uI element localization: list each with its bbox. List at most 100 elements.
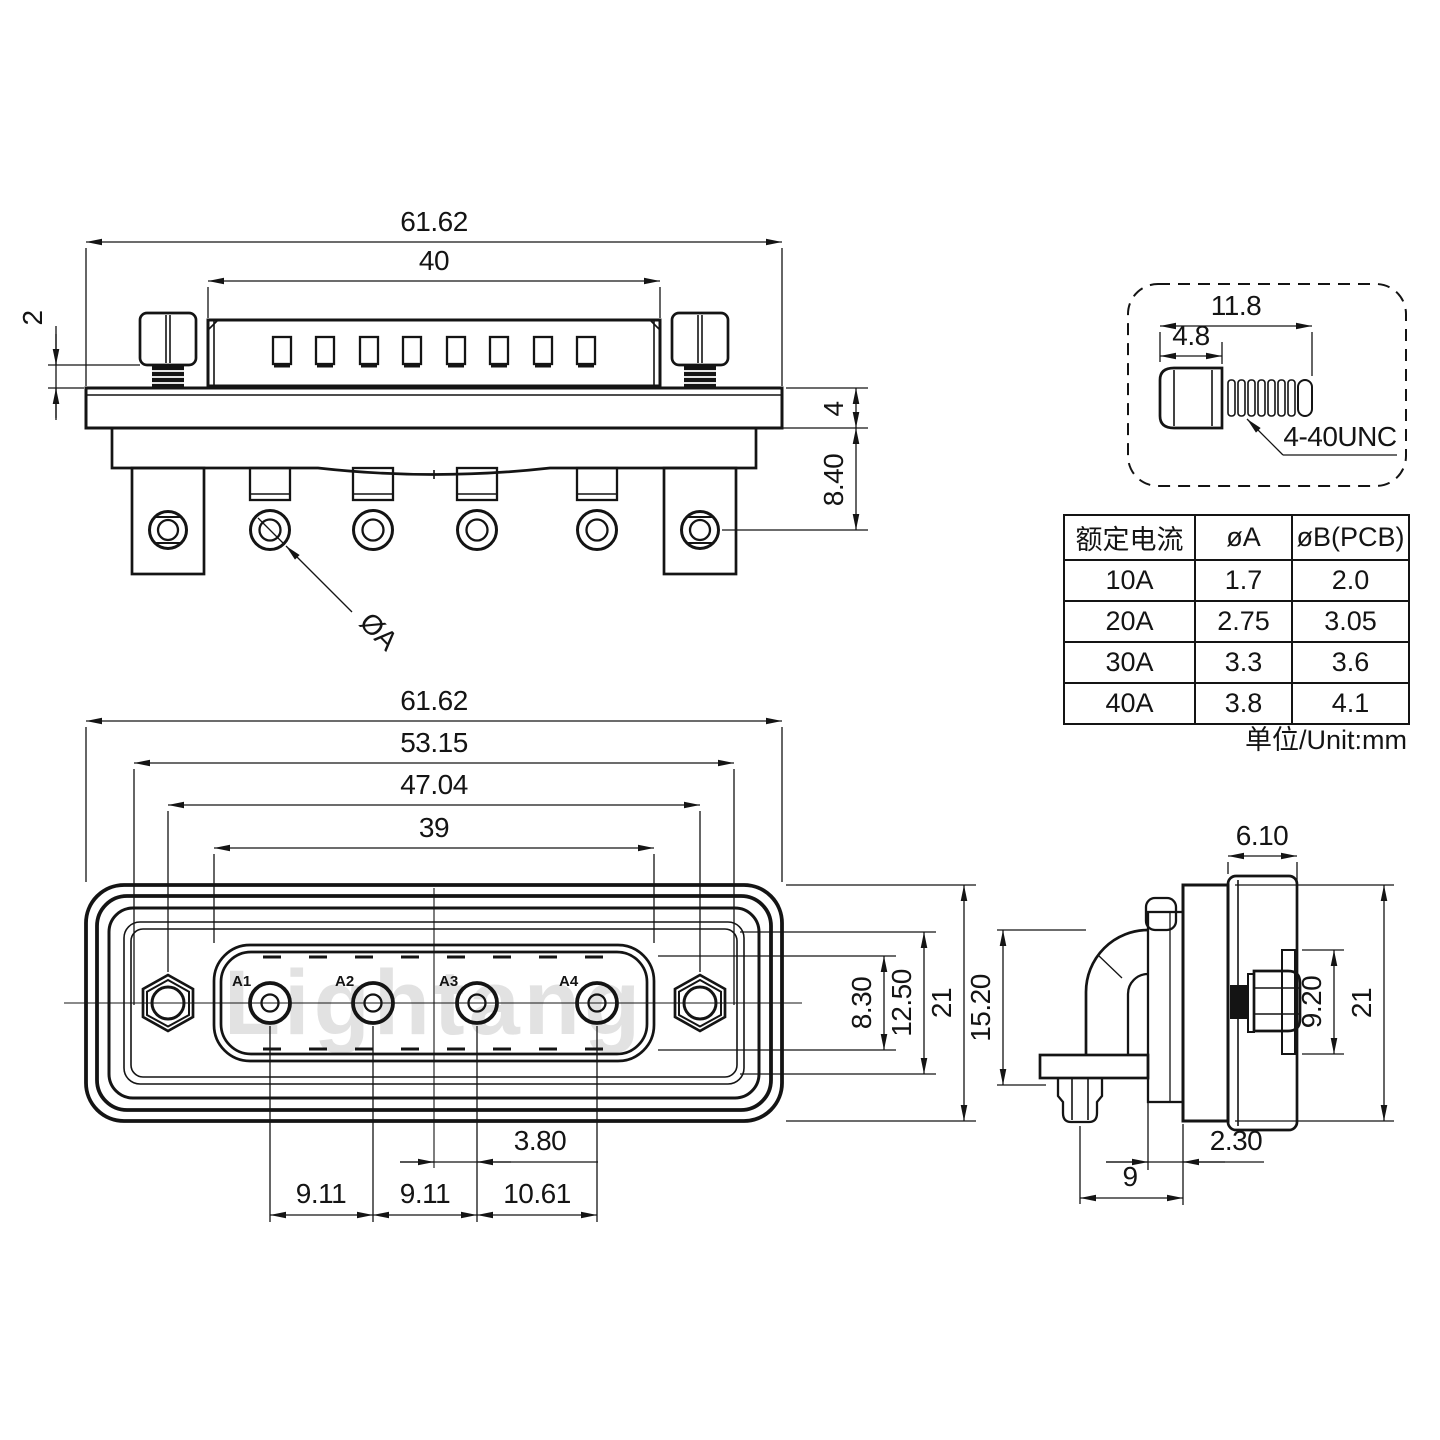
screw-body (1158, 366, 1313, 430)
dim-front-39: 39 (419, 812, 449, 843)
front-view: Lightang 61.62 53.15 47.04 39 (64, 685, 976, 1222)
hex-nut-left (141, 973, 195, 1033)
dim-top-61-62: 61.62 (400, 206, 468, 237)
pin-label-a1: A1 (232, 973, 251, 990)
connector-body-top (206, 318, 662, 388)
cell-dia-a-10a: 1.7 (1194, 559, 1293, 602)
cell-dia-a-30a: 3.3 (1194, 641, 1293, 684)
spec-table-header-row: 额定电流 øA øB(PCB) (1063, 514, 1410, 561)
top-dim-screw-gap: 2 (17, 310, 140, 420)
dim-front-8-30: 8.30 (846, 977, 877, 1030)
side-view: 6.10 (965, 820, 1394, 1205)
pin-label-a3: A3 (439, 973, 458, 990)
cell-dia-b-40a: 4.1 (1291, 682, 1410, 725)
cell-dia-b-10a: 2.0 (1291, 559, 1410, 602)
bracket-right (662, 466, 738, 576)
top-view: 61.62 40 (17, 206, 868, 657)
dim-front-61-62: 61.62 (400, 685, 468, 716)
cell-dia-a-20a: 2.75 (1194, 600, 1293, 643)
bracket-left (130, 466, 206, 576)
front-dim-8-30: 8.30 (658, 955, 896, 1051)
jackscrew-left (138, 311, 198, 388)
dim-side-6-10: 6.10 (1236, 820, 1289, 851)
pin-a4: A4 (559, 973, 619, 1025)
base-plate (1038, 1053, 1150, 1080)
front-dim-bottom: 3.80 9.11 9.11 10.61 (269, 1026, 598, 1222)
bezel-outlines (84, 883, 784, 1123)
jackscrew-right (670, 311, 730, 388)
dim-side-15-20: 15.20 (965, 974, 996, 1042)
spec-table: 额定电流 øA øB(PCB) 10A 1.7 2.0 20A 2.75 3.0… (1063, 514, 1410, 725)
screw-dim-head: 4.8 (1160, 320, 1223, 364)
dim-screw-11-8: 11.8 (1211, 290, 1261, 321)
dim-side-21: 21 (1346, 988, 1377, 1018)
detail-boundary (1127, 283, 1407, 487)
front-dim-53-15: 53.15 (133, 727, 735, 1005)
press-fit-peg (1056, 1078, 1104, 1124)
power-pins: A1 A2 A3 A4 (232, 973, 619, 1025)
thread-spec-leader: 4-40UNC (1246, 418, 1397, 456)
d-shell (212, 943, 656, 1063)
pin-label-a4: A4 (559, 973, 579, 990)
side-dim-6-10: 6.10 (1227, 820, 1298, 946)
shell-slots (263, 955, 603, 1051)
elbow-body (1038, 896, 1185, 1124)
flange-top (84, 386, 784, 430)
dim-top-4: 4 (818, 401, 849, 416)
side-dim-2-30: 2.30 (1106, 1082, 1264, 1205)
housing-top (110, 428, 758, 479)
table-row: 40A 3.8 4.1 (1063, 682, 1410, 725)
dim-side-2-30: 2.30 (1210, 1125, 1263, 1156)
front-dim-overall: 61.62 (85, 685, 783, 882)
pin-a2: A2 (335, 973, 395, 1025)
dim-screw-4-8: 4.8 (1172, 320, 1209, 351)
pin-a1: A1 (232, 973, 292, 1025)
dim-side-9-20: 9.20 (1296, 976, 1327, 1029)
cell-current-30a: 30A (1063, 641, 1196, 684)
dim-front-9-11-b: 9.11 (400, 1178, 450, 1209)
cell-dia-b-30a: 3.6 (1291, 641, 1410, 684)
side-dim-9: 9 (1079, 1126, 1183, 1204)
dim-side-9: 9 (1122, 1161, 1137, 1192)
contact-windows (271, 335, 597, 368)
cell-dia-a-40a: 3.8 (1194, 682, 1293, 725)
front-dim-39: 39 (213, 812, 655, 943)
dim-front-12-50: 12.50 (886, 969, 917, 1037)
hex-nut-right (673, 973, 727, 1033)
jackscrew-side (1230, 949, 1302, 1055)
col-header-dia-b: øB(PCB) (1291, 514, 1410, 561)
top-dim-right-stack: 4 8.40 (722, 387, 868, 531)
front-dim-47-04: 47.04 (167, 769, 701, 972)
cell-current-20a: 20A (1063, 600, 1196, 643)
side-dim-9-20: 9.20 (1296, 949, 1344, 1055)
pin-a3: A3 (439, 973, 499, 1025)
col-header-dia-a: øA (1194, 514, 1293, 561)
top-dim-body: 40 (207, 245, 661, 318)
col-header-rated-current: 额定电流 (1063, 514, 1196, 561)
table-row: 10A 1.7 2.0 (1063, 559, 1410, 602)
dim-top-2: 2 (17, 310, 48, 325)
dim-front-3-80: 3.80 (514, 1125, 567, 1156)
dim-front-10-61: 10.61 (503, 1178, 571, 1209)
side-dim-21: 21 (1235, 884, 1394, 1122)
screw-detail: 11.8 4.8 4-40UNC (1127, 283, 1407, 487)
dim-top-40: 40 (419, 245, 449, 276)
front-dim-12-50: 12.50 (740, 931, 936, 1075)
pin-label-a2: A2 (335, 973, 354, 990)
front-dim-21: 21 (786, 884, 976, 1122)
table-row: 30A 3.3 3.6 (1063, 641, 1410, 684)
side-dim-15-20: 15.20 (965, 929, 1086, 1086)
cell-current-10a: 10A (1063, 559, 1196, 602)
cell-current-40a: 40A (1063, 682, 1196, 725)
dim-front-9-11-a: 9.11 (296, 1178, 346, 1209)
top-dim-overall: 61.62 (85, 206, 783, 386)
dim-front-47-04: 47.04 (400, 769, 468, 800)
screw-dim-total: 11.8 (1159, 290, 1313, 376)
dim-front-21: 21 (926, 988, 957, 1018)
cell-dia-b-20a: 3.05 (1291, 600, 1410, 643)
dim-front-53-15: 53.15 (400, 727, 468, 758)
unit-note: 单位/Unit:mm (1245, 725, 1407, 755)
dim-top-8-40: 8.40 (818, 454, 849, 507)
table-row: 20A 2.75 3.05 (1063, 600, 1410, 643)
solder-tails-top (248, 466, 619, 551)
